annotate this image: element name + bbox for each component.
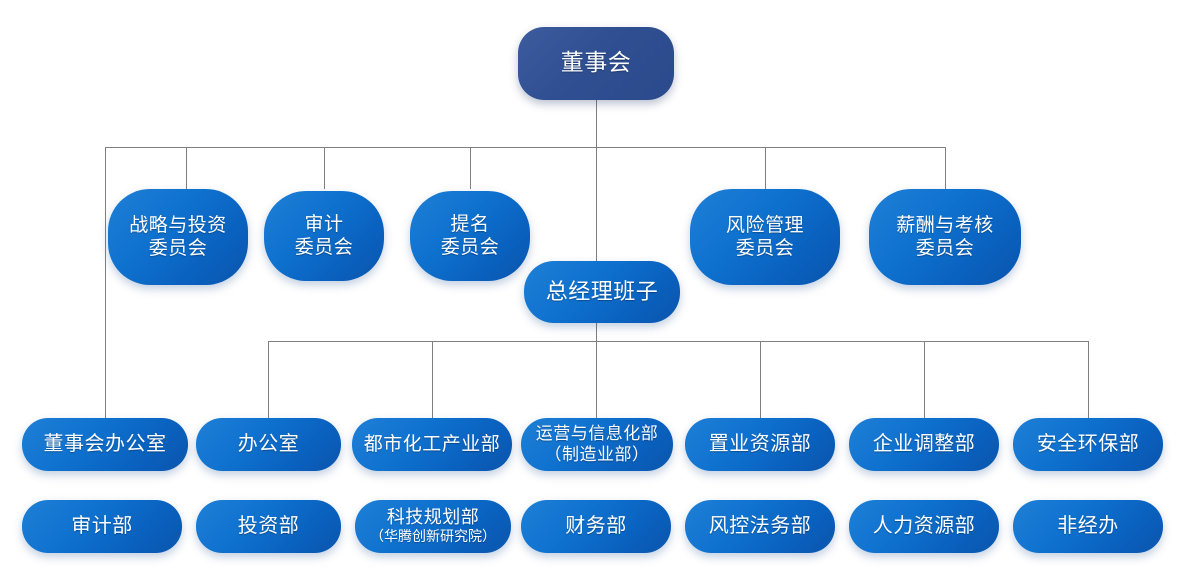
node-dept-non-operating-office[interactable]: 非经办 (1013, 500, 1163, 553)
node-label-line1: 投资部 (237, 515, 300, 538)
node-label-line2: 委员会 (440, 237, 500, 258)
node-committee-nomination[interactable]: 提名 委员会 (410, 191, 530, 281)
node-label-line1: 都市化工产业部 (363, 433, 501, 455)
node-committee-strategy-investment[interactable]: 战略与投资 委员会 (108, 189, 248, 285)
node-dept-audit[interactable]: 审计部 (22, 500, 182, 553)
node-label-line1: 审计 (304, 213, 344, 235)
node-label: 董事会 (560, 50, 632, 76)
node-dept-technology-planning[interactable]: 科技规划部 （华腾创新研究院） (355, 500, 511, 553)
connector-drop-committee-1 (186, 147, 187, 189)
connector-drop-committee-3 (470, 147, 471, 189)
connector-board-stem (596, 100, 597, 147)
node-committee-audit[interactable]: 审计 委员会 (264, 191, 384, 281)
connector-board-to-gm (596, 147, 597, 261)
connector-board-to-board-office (105, 147, 106, 418)
node-label-line2: （制造业部） (544, 444, 650, 464)
connector-drop-dept-2 (432, 341, 433, 418)
node-board-of-directors[interactable]: 董事会 (518, 27, 674, 100)
node-committee-risk-management[interactable]: 风险管理 委员会 (690, 189, 840, 285)
connector-drop-dept-1 (268, 341, 269, 418)
connector-drop-dept-5 (924, 341, 925, 418)
node-dept-office[interactable]: 办公室 (196, 418, 341, 471)
node-label-sub: （华腾创新研究院） (370, 529, 496, 545)
node-label-line1: 薪酬与考核 (896, 214, 994, 236)
node-label-line1: 财务部 (565, 515, 627, 538)
node-label-line2: 委员会 (735, 238, 795, 259)
node-general-manager-team[interactable]: 总经理班子 (524, 261, 680, 323)
node-label-line2: 委员会 (294, 237, 354, 258)
node-label-line1: 审计部 (71, 515, 133, 538)
node-label-line1: 企业调整部 (872, 433, 976, 456)
connector-drop-dept-6 (1088, 341, 1089, 418)
node-dept-urban-chemical-industry[interactable]: 都市化工产业部 (352, 418, 512, 471)
node-dept-property-resources[interactable]: 置业资源部 (685, 418, 835, 471)
node-label-line1: 风险管理 (725, 214, 804, 236)
node-dept-operations-informatization[interactable]: 运营与信息化部 （制造业部） (521, 418, 673, 471)
node-dept-finance[interactable]: 财务部 (521, 500, 671, 553)
connector-drop-dept-4 (760, 341, 761, 418)
connector-gm-stem (596, 323, 597, 341)
node-label-line1: 风控法务部 (708, 515, 812, 538)
connector-top-bus (105, 147, 946, 148)
node-dept-investment[interactable]: 投资部 (196, 500, 341, 553)
connector-drop-committee-4 (765, 147, 766, 189)
node-dept-risk-control-legal[interactable]: 风控法务部 (685, 500, 835, 553)
connector-dept-bus (268, 341, 1089, 342)
node-label: 总经理班子 (545, 278, 659, 304)
node-label-line1: 科技规划部 (386, 506, 480, 527)
node-label-line1: 战略与投资 (129, 214, 227, 236)
node-dept-safety-environment[interactable]: 安全环保部 (1013, 418, 1163, 471)
node-label-line1: 置业资源部 (708, 433, 812, 456)
connector-drop-dept-3 (596, 341, 597, 418)
node-label-line2: 委员会 (915, 238, 975, 259)
node-label-line1: 董事会办公室 (43, 433, 167, 456)
node-committee-compensation-appraisal[interactable]: 薪酬与考核 委员会 (869, 189, 1021, 285)
node-label-line1: 安全环保部 (1036, 433, 1140, 456)
connector-drop-committee-2 (324, 147, 325, 189)
node-label-line1: 人力资源部 (872, 515, 976, 538)
node-dept-enterprise-restructuring[interactable]: 企业调整部 (849, 418, 999, 471)
node-label-line2: 委员会 (148, 238, 208, 259)
connector-drop-committee-5 (945, 147, 946, 189)
node-dept-human-resources[interactable]: 人力资源部 (849, 500, 999, 553)
node-label-line1: 提名 (450, 213, 490, 235)
node-dept-board-office[interactable]: 董事会办公室 (22, 418, 188, 471)
node-label-line1: 非经办 (1057, 515, 1119, 538)
node-label-line1: 运营与信息化部 (535, 423, 659, 443)
node-label-line1: 办公室 (237, 433, 300, 456)
